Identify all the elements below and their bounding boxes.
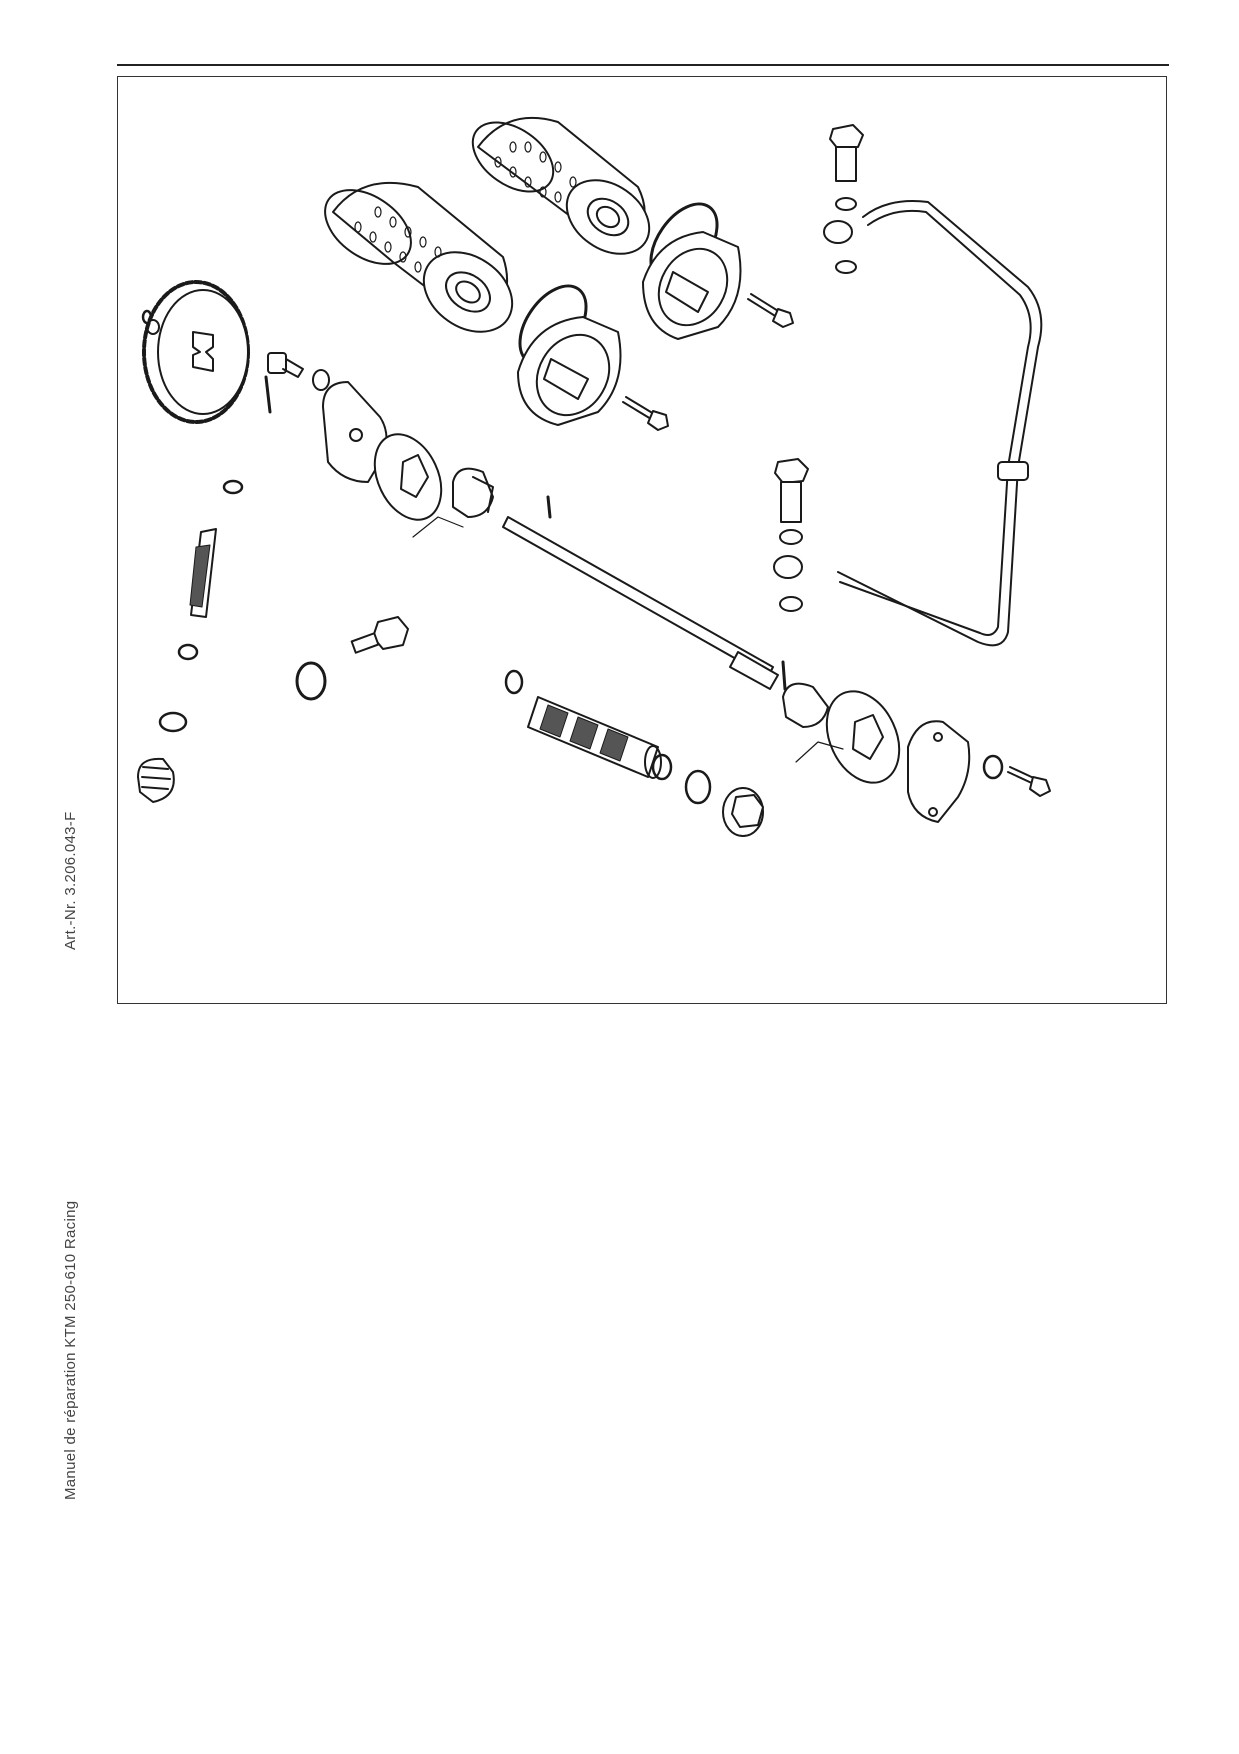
leader-lines [412, 516, 844, 763]
o-ring-small-2 [177, 643, 199, 661]
sealing-ring-center [295, 661, 327, 701]
pump-rotor-outer-right [825, 690, 901, 784]
screw-plug-left [137, 757, 175, 803]
o-ring-medium-1 [158, 711, 188, 733]
exploded-view-figure [117, 76, 1167, 1004]
cover-bolt-lower [622, 396, 669, 431]
washer-right [982, 754, 1004, 780]
pump-rotor-inner-left [452, 467, 494, 518]
o-ring-small-4 [651, 753, 673, 781]
shaft-pin-upper [546, 495, 552, 519]
drain-plug-center [350, 616, 409, 654]
plate-bolt-right [1007, 766, 1051, 797]
manual-title: Manuel de réparation KTM 250-610 Racing [62, 1200, 79, 1500]
oil-pump-exploded-diagram [137, 116, 1051, 837]
oil-filter-upper [471, 116, 651, 255]
screw-plug-center [722, 787, 764, 837]
oil-strainer-left [189, 528, 217, 618]
banjo-bolt-upper [823, 124, 864, 274]
oil-line-pipe [837, 200, 1043, 647]
cover-bolt-upper [747, 293, 794, 328]
circlip [146, 319, 160, 335]
pump-rotor-inner-right [782, 682, 829, 728]
gear-screw [264, 352, 330, 414]
filter-cover-lower [517, 316, 622, 426]
oil-pump-gear [141, 280, 250, 424]
pump-plate-right [907, 720, 971, 823]
o-ring-medium-2 [684, 769, 712, 805]
oil-strainer-lower [527, 696, 662, 779]
article-number: Art.-Nr. 3.206.043-F [62, 811, 79, 950]
pump-rotor-outer-left [373, 433, 443, 521]
banjo-bolt-lower [773, 458, 809, 612]
filter-cover-upper [642, 231, 742, 340]
o-ring-small-3 [504, 669, 524, 695]
pump-shaft [502, 495, 787, 691]
header-rule [117, 64, 1169, 66]
shaft-pin-lower [781, 660, 787, 691]
o-ring-small-1 [222, 479, 244, 495]
oil-filter-lower [324, 181, 514, 333]
